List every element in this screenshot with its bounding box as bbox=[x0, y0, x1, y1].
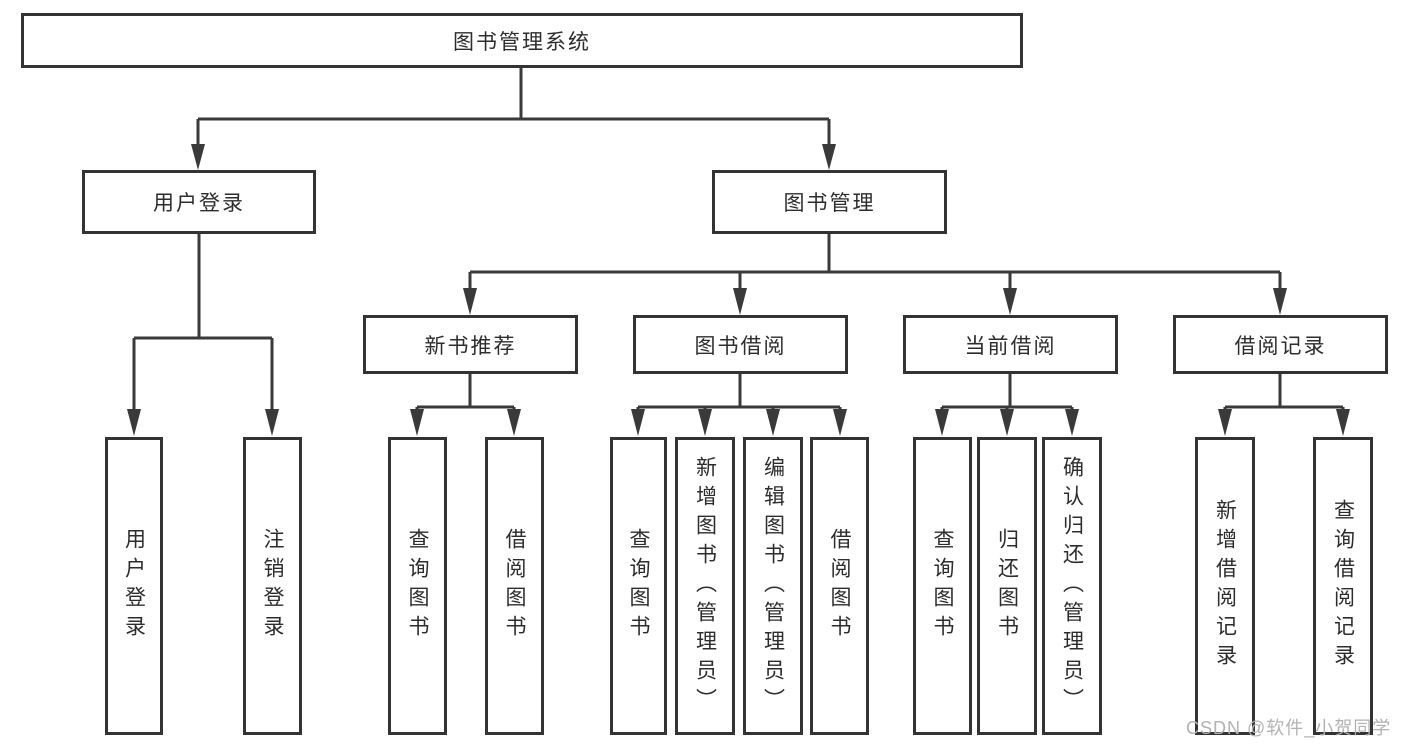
leaf-cb-confirm-return-admin: 确认归还（管理员） bbox=[1042, 437, 1102, 735]
leaf-br-query-record: 查询借阅记录 bbox=[1313, 437, 1373, 735]
node-label: 借阅图书 bbox=[503, 528, 526, 644]
node-label: 图书管理系统 bbox=[453, 30, 591, 54]
node-book-management: 图书管理 bbox=[712, 170, 947, 234]
node-label: 查询借阅记录 bbox=[1331, 499, 1355, 673]
leaf-bb-borrow-books: 借阅图书 bbox=[810, 437, 869, 735]
node-label: 新增图书（管理员） bbox=[693, 455, 717, 717]
node-label: 新书推荐 bbox=[424, 334, 517, 358]
node-root: 图书管理系统 bbox=[21, 13, 1023, 68]
node-book-borrow: 图书借阅 bbox=[633, 315, 848, 374]
node-label: 确认归还（管理员） bbox=[1060, 455, 1084, 717]
leaf-logout: 注销登录 bbox=[243, 437, 302, 735]
leaf-user-login: 用户登录 bbox=[105, 437, 163, 735]
leaf-bb-edit-books-admin: 编辑图书（管理员） bbox=[743, 437, 803, 735]
node-current-borrow: 当前借阅 bbox=[903, 315, 1118, 374]
leaf-bb-query-books: 查询图书 bbox=[610, 437, 667, 735]
leaf-nb-query-books: 查询图书 bbox=[388, 437, 447, 735]
leaf-cb-return-books: 归还图书 bbox=[977, 437, 1037, 735]
node-borrow-records: 借阅记录 bbox=[1173, 315, 1388, 374]
node-label: 查询图书 bbox=[627, 528, 650, 644]
node-label: 编辑图书（管理员） bbox=[761, 455, 785, 717]
node-label: 用户登录 bbox=[153, 192, 245, 215]
node-label: 当前借阅 bbox=[964, 334, 1057, 358]
node-label: 借阅图书 bbox=[828, 528, 851, 644]
leaf-nb-borrow-books: 借阅图书 bbox=[485, 437, 544, 735]
node-label: 用户登录 bbox=[122, 528, 146, 644]
node-label: 图书借阅 bbox=[694, 334, 787, 358]
node-label: 借阅记录 bbox=[1234, 334, 1327, 358]
connector-arrowheads bbox=[127, 144, 1350, 436]
node-label: 新增借阅记录 bbox=[1213, 499, 1237, 673]
leaf-bb-add-books-admin: 新增图书（管理员） bbox=[675, 437, 735, 735]
node-user-login: 用户登录 bbox=[82, 170, 316, 234]
node-new-book-recommend: 新书推荐 bbox=[363, 315, 578, 374]
leaf-br-add-record: 新增借阅记录 bbox=[1195, 437, 1255, 735]
node-label: 注销登录 bbox=[261, 528, 284, 644]
leaf-cb-query-books: 查询图书 bbox=[913, 437, 972, 735]
node-label: 图书管理 bbox=[783, 192, 876, 215]
node-label: 查询图书 bbox=[406, 528, 429, 644]
node-label: 查询图书 bbox=[931, 528, 954, 644]
watermark: CSDN @软件_小贺同学 bbox=[1186, 718, 1392, 738]
node-label: 归还图书 bbox=[995, 528, 1019, 644]
